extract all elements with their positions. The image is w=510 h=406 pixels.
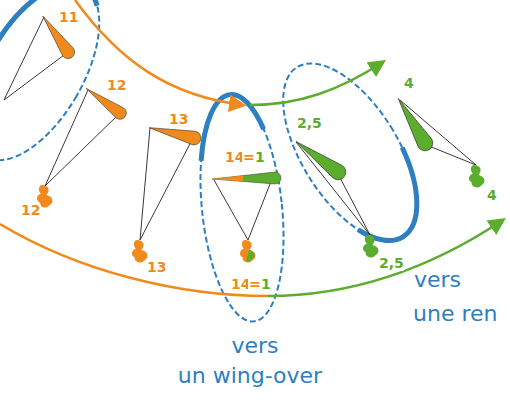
riser-line: [4, 17, 476, 240]
caption-text: vers: [413, 268, 462, 292]
callout-number: 2,5: [296, 116, 323, 131]
caption-text: vers: [230, 334, 279, 358]
callout-number: 11: [58, 10, 79, 25]
caption-text: un wing-over: [177, 364, 323, 388]
callout-number: 12: [106, 78, 127, 93]
callout-number: 4: [486, 188, 498, 203]
trajectory-arrow: [0, 0, 503, 296]
callout-number: 4: [403, 76, 415, 91]
caption-text: une ren: [412, 302, 498, 326]
callout-number: 12: [20, 203, 41, 218]
callout-number: 13: [146, 260, 167, 275]
pilot-figure: [37, 165, 485, 262]
wing-profile: [37, 12, 435, 184]
highlight-ellipse: [0, 0, 444, 326]
callout-number: 2,5: [378, 256, 405, 271]
callout-number: 1: [260, 277, 272, 292]
callout-number: 1: [254, 150, 266, 165]
callout-number: 13: [168, 112, 189, 127]
